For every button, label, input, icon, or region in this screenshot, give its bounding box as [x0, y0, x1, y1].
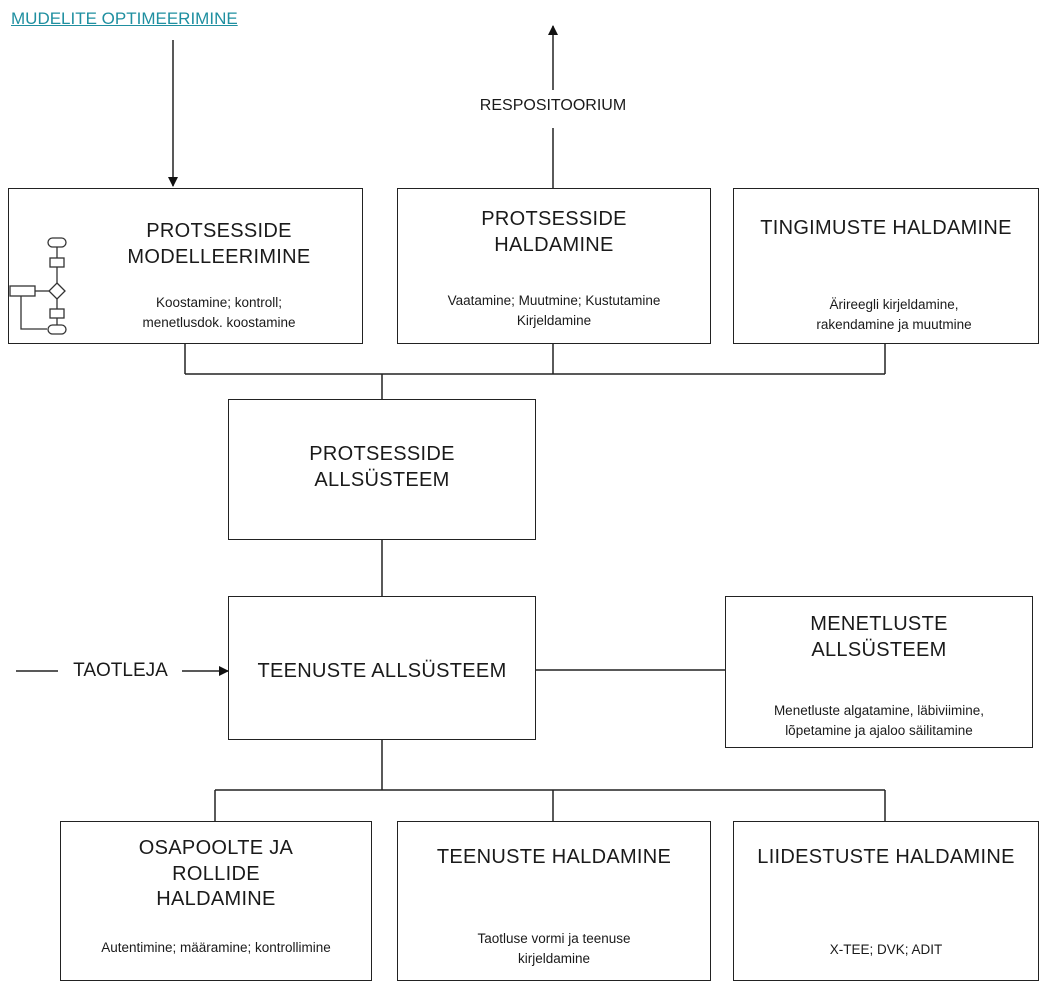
process-modelling-box: PROTSESSIDE MODELLEERIMINE Koostamine; k…	[8, 188, 363, 344]
conditions-management-title: TINGIMUSTE HALDAMINE	[760, 217, 1012, 239]
repository-label: RESPOSITOORIUM	[479, 97, 627, 114]
process-modelling-desc: Koostamine; kontroll; menetlusdok. koost…	[142, 295, 296, 330]
interfaces-management-desc: X-TEE; DVK; ADIT	[829, 942, 943, 957]
parties-roles-management-box: OSAPOOLTE JA ROLLIDE HALDAMINE Autentimi…	[60, 821, 372, 981]
conditions-management-box: TINGIMUSTE HALDAMINE Ärireegli kirjeldam…	[733, 188, 1039, 344]
flowchart-icon	[9, 237, 67, 335]
services-management-box: TEENUSTE HALDAMINE Taotluse vormi ja tee…	[397, 821, 711, 981]
process-modelling-title: PROTSESSIDE MODELLEERIMINE	[127, 220, 311, 268]
process-subsystem-box: PROTSESSIDE ALLSÜSTEEM	[228, 399, 536, 540]
service-subsystem-title: TEENUSTE ALLSÜSTEEM	[257, 660, 507, 682]
process-management-desc: Vaatamine; Muutmine; Kustutamine Kirjeld…	[447, 293, 661, 328]
applicant-label: TAOTLEJA	[73, 660, 168, 681]
process-management-box: PROTSESSIDE HALDAMINE Vaatamine; Muutmin…	[397, 188, 711, 344]
services-management-desc: Taotluse vormi ja teenuse kirjeldamine	[477, 931, 631, 966]
process-management-title: PROTSESSIDE HALDAMINE	[481, 208, 627, 256]
parties-roles-management-title: OSAPOOLTE JA ROLLIDE HALDAMINE	[138, 837, 294, 911]
services-management-title: TEENUSTE HALDAMINE	[436, 846, 672, 868]
parties-roles-management-desc: Autentimine; määramine; kontrollimine	[101, 940, 331, 955]
interfaces-management-box: LIIDESTUSTE HALDAMINE X-TEE; DVK; ADIT	[733, 821, 1039, 981]
service-subsystem-box: TEENUSTE ALLSÜSTEEM	[228, 596, 536, 740]
conditions-management-desc: Ärireegli kirjeldamine, rakendamine ja m…	[816, 297, 972, 332]
procedure-subsystem-title: MENETLUSTE ALLSÜSTEEM	[810, 613, 948, 661]
process-subsystem-title: PROTSESSIDE ALLSÜSTEEM	[309, 443, 455, 491]
procedure-subsystem-box: MENETLUSTE ALLSÜSTEEM Menetluste algatam…	[725, 596, 1033, 748]
procedure-subsystem-desc: Menetluste algatamine, läbiviimine, lõpe…	[773, 703, 985, 738]
interfaces-management-title: LIIDESTUSTE HALDAMINE	[757, 846, 1015, 868]
model-optimization-link[interactable]: MUDELITE OPTIMEERIMINE	[11, 9, 238, 28]
